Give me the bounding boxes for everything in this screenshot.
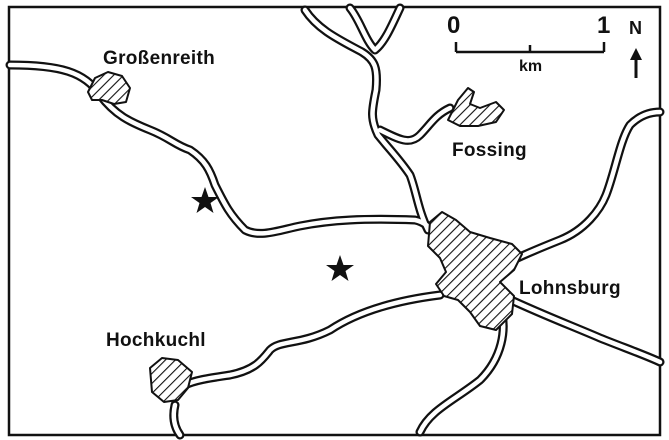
settlement-grossenreith: [87, 71, 131, 105]
road-network: [5, 3, 665, 440]
place-label-grossenreith: Großenreith: [103, 48, 216, 69]
scale-bar: [454, 42, 606, 54]
north-arrow-icon: [630, 48, 642, 78]
north-arrow-label: N: [629, 18, 642, 38]
star-site-icon: [326, 255, 354, 281]
scale-bar-end-label: 1: [597, 12, 611, 39]
site-markers: [191, 187, 354, 281]
star-site-icon: [191, 187, 219, 213]
place-label-lohnsburg: Lohnsburg: [519, 278, 621, 299]
settlement-hochkuchl: [149, 357, 193, 403]
place-label-fossing: Fossing: [452, 140, 527, 161]
scale-bar-unit-label: km: [519, 58, 543, 75]
settlement-lohnsburg: [427, 211, 523, 331]
place-label-hochkuchl: Hochkuchl: [106, 330, 206, 351]
scale-bar-start-label: 0: [447, 12, 461, 39]
settlement-fossing: [447, 87, 505, 127]
settlement-areas: [87, 71, 523, 403]
